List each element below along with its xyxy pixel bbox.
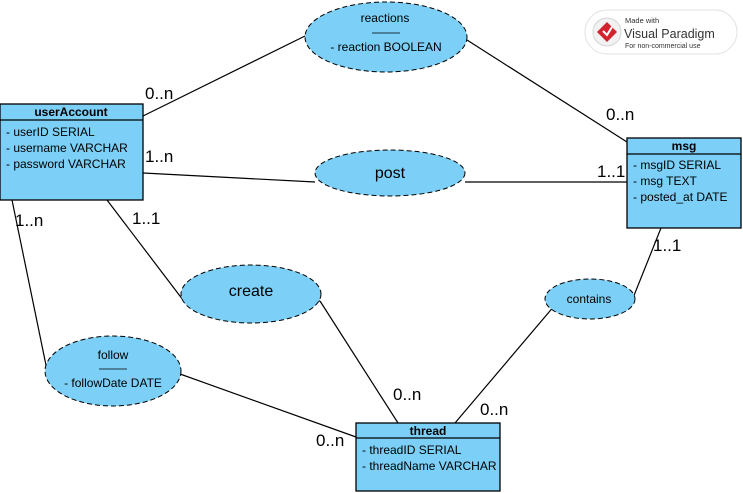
relationship-post-name: post (375, 165, 406, 182)
relationship-follow-attr: - followDate DATE (64, 376, 162, 390)
watermark-note: For non-commercial use (625, 43, 701, 50)
entity-msg-attr: - msgID SERIAL (633, 158, 721, 172)
cardinality-contains-thread: 0..n (480, 400, 508, 419)
edge-reactions-msg (466, 39, 628, 143)
visual-paradigm-logo-icon (592, 17, 622, 47)
relationship-contains[interactable]: contains (544, 278, 636, 320)
edge-create-thread (319, 300, 399, 424)
relationship-create[interactable]: create (180, 264, 322, 324)
entity-thread-attr: - threadName VARCHAR (362, 459, 497, 473)
cardinality-reactions-user: 0..n (145, 84, 173, 103)
edge-follow-thread (179, 373, 357, 438)
relationship-reactions[interactable]: reactions - reaction BOOLEAN (304, 1, 468, 73)
entity-userAccount-title: userAccount (34, 105, 107, 119)
entity-thread-attr: - threadID SERIAL (362, 443, 462, 457)
watermark-made-with: Made with (625, 16, 659, 25)
entity-thread[interactable]: thread - threadID SERIAL - threadName VA… (355, 422, 501, 492)
cardinality-post-user: 1..n (145, 147, 173, 166)
relationship-create-name: create (229, 283, 274, 300)
cardinality-reactions-msg: 0..n (606, 105, 634, 124)
entity-userAccount-attr: - username VARCHAR (6, 141, 128, 155)
relationship-follow[interactable]: follow - followDate DATE (44, 335, 182, 407)
relationship-post[interactable]: post (314, 149, 466, 197)
relationship-follow-name: follow (98, 348, 129, 362)
edge-user-post (142, 172, 316, 183)
relationship-contains-name: contains (567, 292, 612, 306)
edge-contains-thread (454, 304, 556, 424)
cardinality-follow-user: 1..n (15, 211, 43, 230)
entity-userAccount-attr: - userID SERIAL (6, 125, 95, 139)
entity-userAccount-attr: - password VARCHAR (6, 157, 126, 171)
cardinality-contains-msg: 1..1 (653, 236, 681, 255)
cardinalities: 0..n 0..n 1..n 1..1 1..1 0..n 1..1 0..n … (15, 84, 681, 450)
edge-user-reactions (142, 35, 306, 117)
cardinality-create-user: 1..1 (132, 209, 160, 228)
entity-msg[interactable]: msg - msgID SERIAL - msg TEXT - posted_a… (626, 137, 742, 229)
cardinality-follow-thread: 0..n (316, 431, 344, 450)
entity-msg-attr: - posted_at DATE (633, 190, 728, 204)
visual-paradigm-watermark: Made with Visual Paradigm For non-commer… (584, 9, 738, 55)
cardinality-create-thread: 0..n (393, 385, 421, 404)
entity-userAccount[interactable]: userAccount - userID SERIAL - username V… (0, 103, 144, 201)
entity-thread-title: thread (410, 424, 447, 438)
entity-msg-attr: - msg TEXT (633, 174, 697, 188)
entity-msg-title: msg (672, 139, 697, 153)
watermark-brand: Visual Paradigm (624, 27, 715, 41)
cardinality-post-msg: 1..1 (597, 162, 625, 181)
relationship-reactions-name: reactions (361, 11, 410, 25)
relationship-reactions-attr: - reaction BOOLEAN (330, 40, 441, 54)
